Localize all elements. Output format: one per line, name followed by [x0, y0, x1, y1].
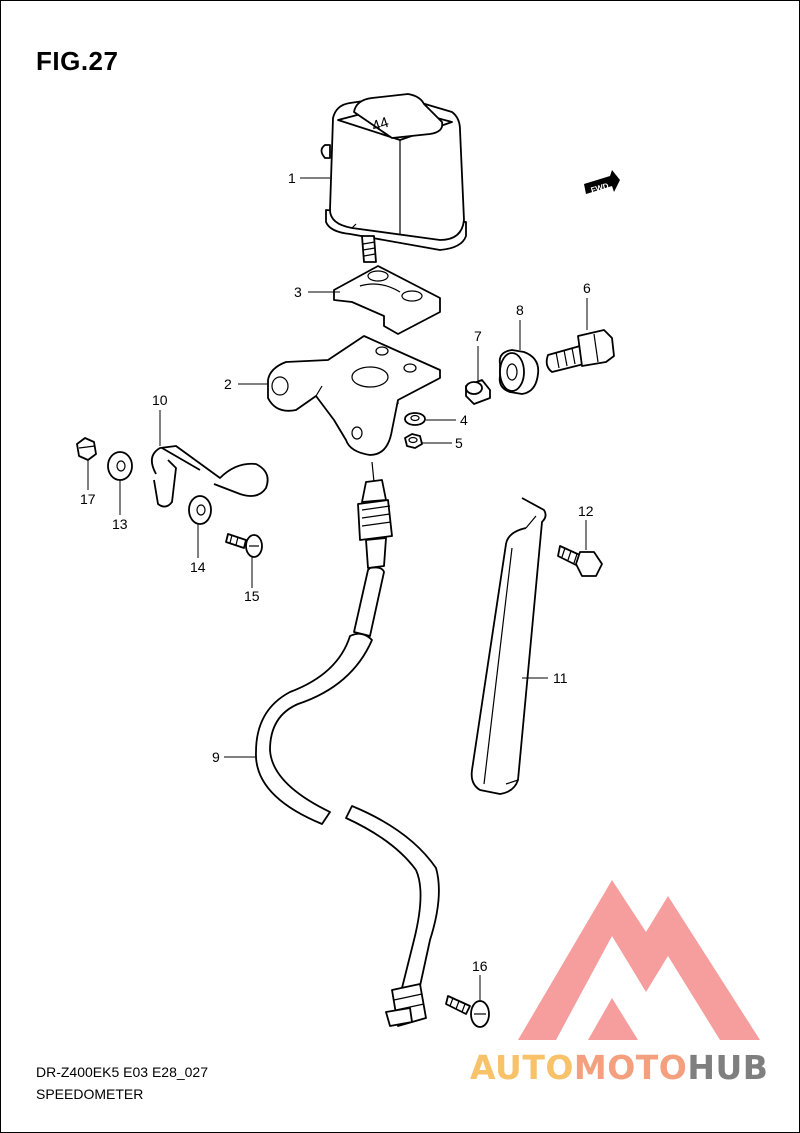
callout-13: 13	[112, 516, 128, 532]
washer-13	[107, 451, 133, 481]
callout-2: 2	[224, 376, 232, 392]
callout-5: 5	[455, 435, 463, 451]
nut-17	[76, 437, 97, 461]
callout-14: 14	[190, 559, 206, 575]
wire-clamp-10	[150, 445, 269, 508]
watermark-logo-icon	[518, 880, 760, 1040]
callout-7: 7	[474, 328, 482, 344]
callout-3: 3	[294, 284, 302, 300]
callout-16: 16	[472, 958, 488, 974]
callout-1: 1	[288, 170, 296, 186]
meter-mark-text: 44	[370, 114, 391, 135]
model-code: DR-Z400EK5 E03 E28_027	[36, 1064, 208, 1080]
callout-11: 11	[553, 670, 568, 686]
watermark-text-auto: AUTO	[470, 1048, 574, 1087]
figure-title: FIG.27	[36, 46, 119, 76]
grommet-8	[498, 349, 540, 395]
washer-4	[404, 412, 426, 426]
watermark-text-moto: MOTO	[573, 1048, 688, 1087]
collar-7	[465, 379, 491, 405]
nut-5	[404, 433, 423, 449]
callout-4: 4	[460, 412, 468, 428]
forward-arrow: FWD	[584, 170, 620, 195]
callout-8: 8	[516, 302, 524, 318]
cable-strap-11	[470, 497, 547, 795]
watermark-text: AUTOMOTOHUB	[470, 1048, 768, 1087]
callout-15: 15	[244, 588, 260, 604]
speedometer-cable-9	[255, 461, 440, 1027]
speedometer-housing: 44	[320, 93, 467, 263]
callout-6: 6	[583, 280, 591, 296]
callout-10: 10	[152, 392, 168, 408]
bolt-6	[545, 329, 615, 373]
callout-12: 12	[578, 503, 594, 519]
leader-lines	[87, 177, 588, 1001]
meter-bracket	[267, 335, 441, 456]
diagram-caption: SPEEDOMETER	[36, 1086, 144, 1102]
callout-17: 17	[80, 491, 96, 507]
callout-9: 9	[212, 749, 220, 765]
washer-14	[188, 495, 212, 525]
meter-retainer	[333, 265, 441, 335]
bolt-12	[557, 545, 603, 577]
screw-15	[225, 533, 263, 558]
watermark-text-hub: HUB	[687, 1048, 769, 1087]
callout-labels: 1 2 3 4 5 6 7 8 9 10 11 12 13 14 15 16 1…	[80, 170, 594, 974]
